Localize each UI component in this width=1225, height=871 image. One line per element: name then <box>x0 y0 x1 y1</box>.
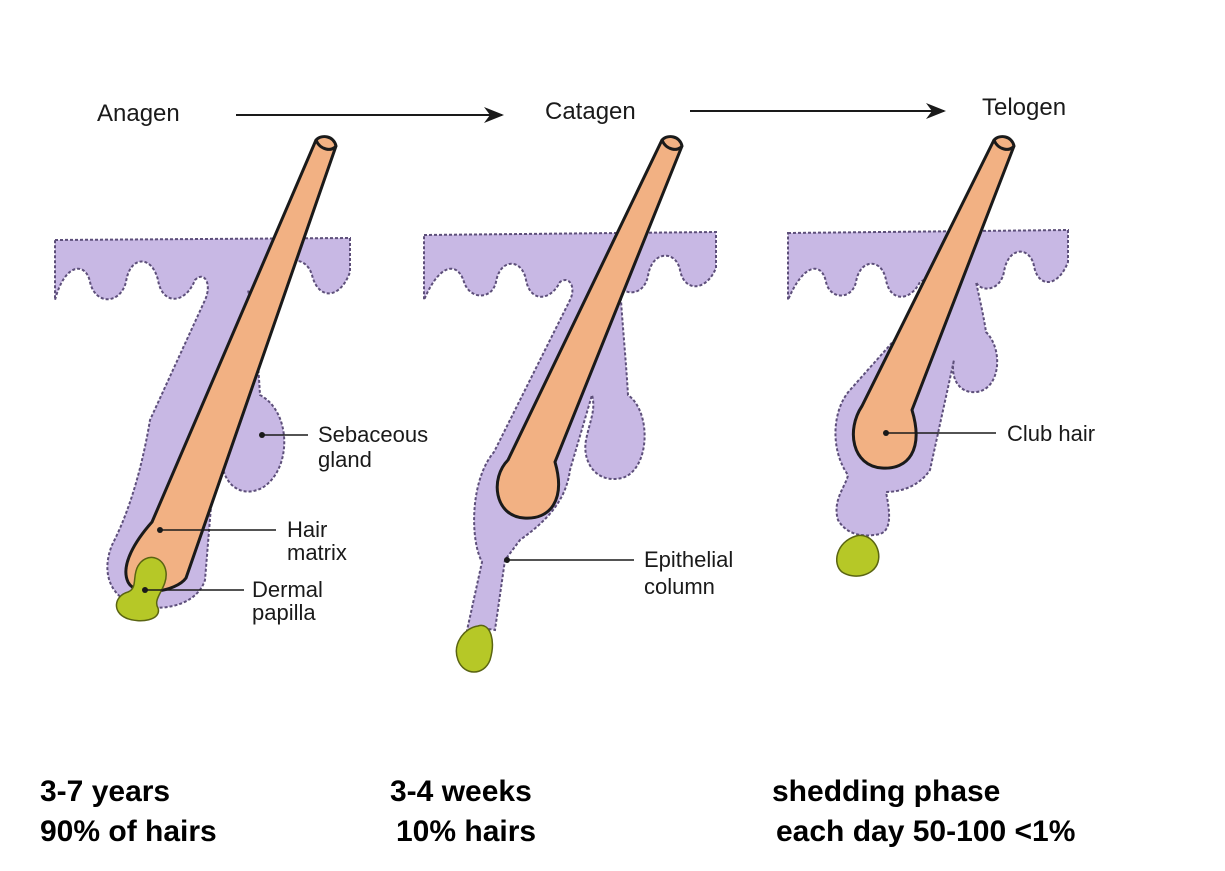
label-column: column <box>644 574 715 599</box>
telogen-description: shedding phase <box>772 775 1001 808</box>
telogen-follicle: Club hair <box>787 135 1095 577</box>
telogen-dermal-papilla <box>836 534 880 577</box>
catagen-dermal-papilla <box>455 624 494 673</box>
anagen-hair-tip <box>314 139 338 151</box>
telogen-hair-tip <box>992 139 1016 151</box>
label-dermal: Dermal <box>252 577 323 602</box>
anagen-duration: 3-7 years <box>40 775 171 808</box>
label-club-hair: Club hair <box>1007 421 1095 446</box>
label-papilla: papilla <box>252 600 316 625</box>
label-hair: Hair <box>287 517 327 542</box>
telogen-hair-shaft <box>851 135 1016 470</box>
telogen-skin <box>787 228 1069 537</box>
label-epithelial: Epithelial <box>644 547 733 572</box>
catagen-hair-tip <box>660 139 684 151</box>
catagen-skin <box>423 230 717 636</box>
catagen-share: 10% hairs <box>396 815 537 848</box>
catagen-hair-shaft <box>495 135 684 520</box>
label-gland: gland <box>318 447 372 472</box>
anagen-dermal-papilla <box>115 556 167 622</box>
label-matrix: matrix <box>287 540 347 565</box>
telogen-shedding-rate: each day 50-100 <1% <box>776 815 1076 848</box>
catagen-follicle: Epithelial column <box>423 135 733 673</box>
anagen-share: 90% of hairs <box>40 815 217 848</box>
phase-title-telogen: Telogen <box>982 94 1066 121</box>
phase-title-catagen: Catagen <box>545 98 636 125</box>
label-sebaceous: Sebaceous <box>318 422 428 447</box>
catagen-duration: 3-4 weeks <box>390 775 532 808</box>
anagen-follicle: Sebaceous gland Hair matrix Dermal papil… <box>54 135 428 625</box>
phase-title-anagen: Anagen <box>97 100 180 127</box>
